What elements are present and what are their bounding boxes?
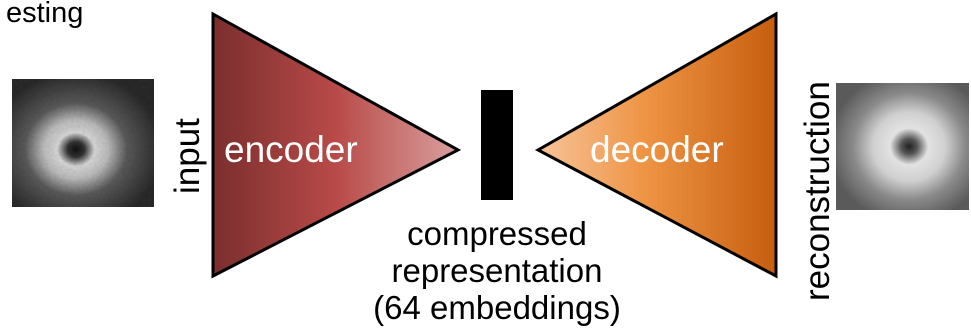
- input-label: input: [168, 118, 207, 194]
- caption-line-3: (64 embeddings): [373, 289, 621, 326]
- top-left-fragment-text: esting: [6, 0, 83, 29]
- caption-line-1: compressed: [407, 215, 587, 252]
- caption-line-2: representation: [392, 252, 603, 289]
- reconstruction-image-thumbnail: [836, 83, 969, 210]
- encoder-block: encoder: [211, 11, 462, 279]
- compressed-representation-caption: compressed representation (64 embeddings…: [373, 215, 621, 326]
- encoder-label: encoder: [224, 129, 358, 170]
- decoder-label: decoder: [590, 129, 724, 170]
- decoder-block: decoder: [534, 11, 778, 279]
- reconstruction-label: reconstruction: [798, 81, 837, 301]
- input-image-thumbnail: [12, 79, 154, 207]
- latent-bar: [481, 90, 513, 200]
